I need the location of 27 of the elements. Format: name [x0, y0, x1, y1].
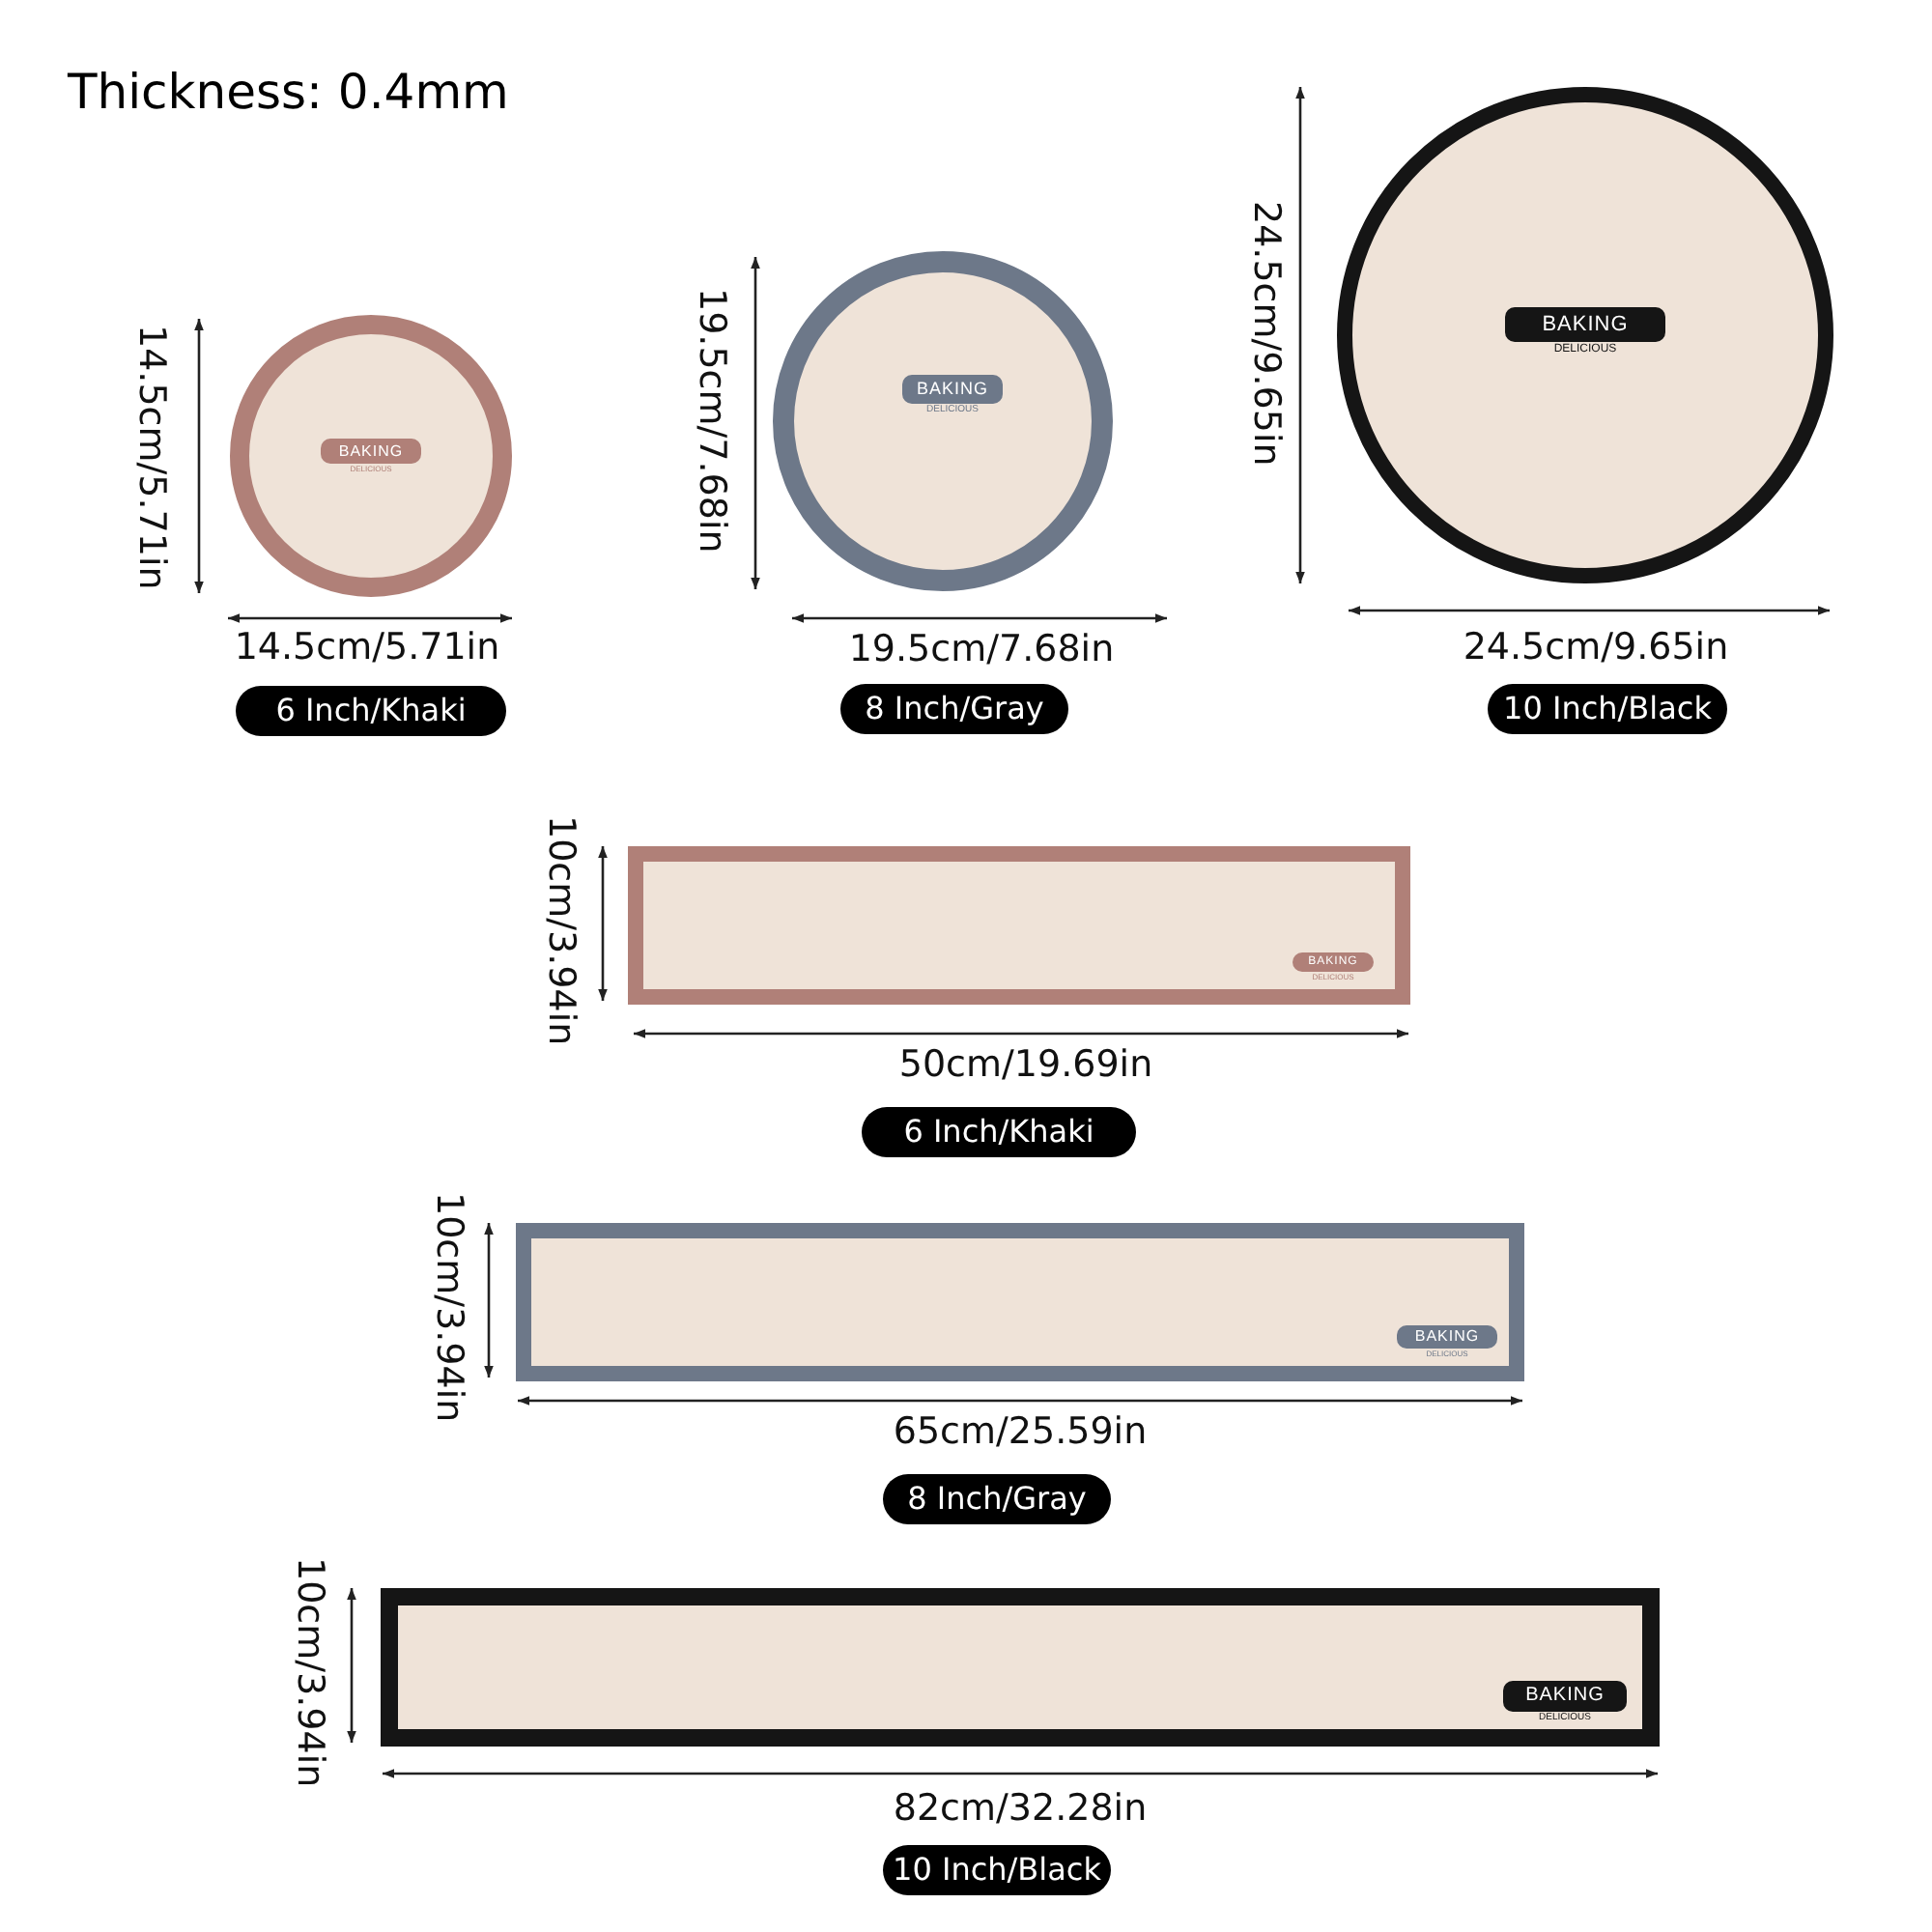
dimension-text: 14.5cm/5.71in [234, 629, 500, 666]
print-label: BAKING [902, 375, 1003, 404]
size-tag: 10 Inch/Black [1488, 684, 1727, 734]
size-tag: 10 Inch/Black [883, 1845, 1111, 1895]
size-tag: 8 Inch/Gray [883, 1474, 1111, 1524]
dimension-text: 19.5cm/7.68in [693, 288, 729, 554]
rectangular-baking-mat [628, 846, 1410, 1005]
rectangular-baking-mat [516, 1223, 1524, 1381]
dimension-text: 19.5cm/7.68in [848, 631, 1115, 668]
rectangular-baking-mat [381, 1588, 1660, 1747]
print-label: BAKING [1397, 1325, 1497, 1349]
dimension-text: 10cm/3.94in [291, 1557, 327, 1789]
print-label: BAKING [1503, 1681, 1627, 1712]
dimension-text: 24.5cm/9.65in [1463, 629, 1729, 666]
size-tag: 6 Inch/Khaki [236, 686, 506, 736]
dimension-text: 50cm/19.69in [898, 1046, 1153, 1083]
print-label: BAKING [321, 439, 421, 464]
dimension-text: 14.5cm/5.71in [132, 325, 169, 591]
dimension-text: 10cm/3.94in [542, 815, 579, 1047]
dimension-text: 65cm/25.59in [893, 1413, 1148, 1450]
size-tag: 6 Inch/Khaki [862, 1107, 1136, 1157]
dimension-text: 10cm/3.94in [430, 1192, 467, 1424]
dimension-text: 24.5cm/9.65in [1247, 201, 1284, 468]
print-label: BAKING [1505, 307, 1665, 342]
title: Thickness: 0.4mm [68, 64, 509, 120]
dimension-text: 82cm/32.28in [893, 1790, 1148, 1827]
size-tag: 8 Inch/Gray [840, 684, 1068, 734]
